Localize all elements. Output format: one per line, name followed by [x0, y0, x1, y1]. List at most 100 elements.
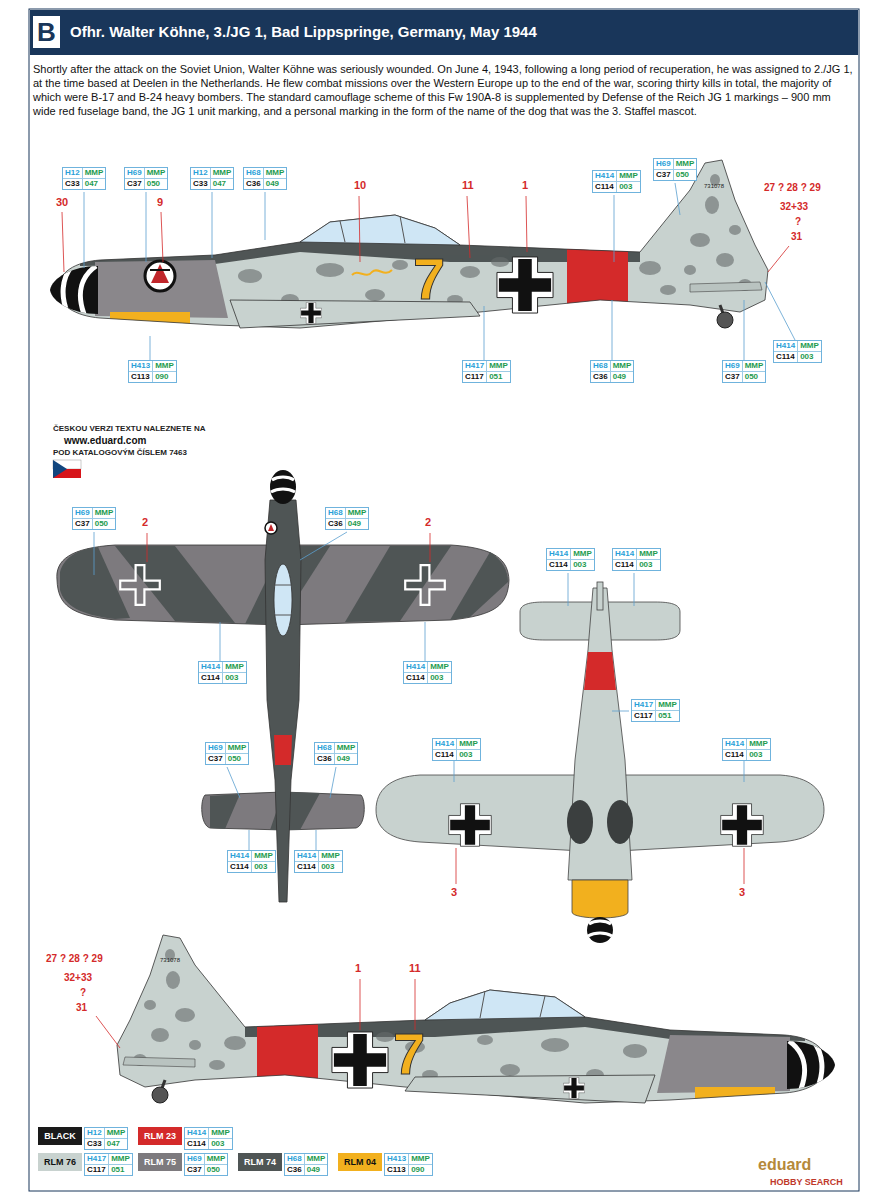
- paint-code: H414: [593, 171, 617, 182]
- fuselage-number: 7: [393, 1025, 425, 1083]
- code-part: C36: [285, 1165, 305, 1175]
- paint-code: H12: [191, 168, 211, 179]
- code-part: C113: [385, 1165, 409, 1175]
- code-part: MMP: [571, 549, 594, 560]
- code-part: C114: [774, 352, 798, 362]
- paint-code-box: H12MMPC33047: [84, 1127, 128, 1150]
- code-part: 050: [205, 1165, 228, 1175]
- code-part: 003: [747, 750, 770, 760]
- legend-text: RLM 76: [44, 1157, 76, 1167]
- code-part: MMP: [611, 361, 634, 372]
- paint-code: H414: [228, 851, 252, 862]
- code-part: C37: [185, 1165, 205, 1175]
- callout-number: 32+33: [780, 201, 808, 213]
- paint-code-box: H68MMPC36049: [325, 507, 369, 530]
- paint-code-box: H68MMPC36049: [314, 742, 358, 765]
- code-part: 003: [571, 560, 594, 570]
- legend-text: RLM 04: [344, 1157, 376, 1167]
- paint-code-box: H69MMPC37050: [184, 1153, 228, 1176]
- code-part: C117: [463, 372, 487, 382]
- paint-code: B: [37, 19, 56, 45]
- code-part: 090: [153, 372, 176, 382]
- code-part: 003: [798, 352, 821, 362]
- paint-code-box: H414MMPC114003: [227, 850, 276, 873]
- paint-code: H414: [723, 739, 747, 750]
- code-part: 090: [409, 1165, 432, 1175]
- code-part: C37: [654, 170, 674, 180]
- paint-code-box: H417MMPC117051: [462, 360, 511, 383]
- paint-code-box: H414MMPC114003: [294, 850, 343, 873]
- callout-number: 27 ? 28 ? 29: [764, 182, 821, 194]
- paint-code: H414: [613, 549, 637, 560]
- profile-letter: B: [33, 16, 60, 48]
- code-part: MMP: [637, 549, 660, 560]
- legend-text: RLM 75: [144, 1157, 176, 1167]
- paint-code: H414: [295, 851, 319, 862]
- code-part: MMP: [205, 1154, 228, 1165]
- code-part: C37: [125, 179, 145, 189]
- code-part: 003: [457, 750, 480, 760]
- code-part: C113: [129, 372, 153, 382]
- code-part: 003: [428, 673, 451, 683]
- legend-text: BLACK: [44, 1131, 76, 1141]
- legend-swatch: RLM 74: [238, 1153, 282, 1171]
- paint-code-box: H414MMPC114003: [403, 661, 452, 684]
- paint-code-box: H414MMPC114003: [773, 340, 822, 363]
- paint-code-box: H414MMPC114003: [612, 548, 661, 571]
- code-part: 049: [611, 372, 634, 382]
- legend-swatch: RLM 04: [338, 1153, 382, 1171]
- description: Shortly after the attack on the Soviet U…: [33, 62, 855, 118]
- code-part: C117: [85, 1165, 109, 1175]
- code-part: 051: [487, 372, 510, 382]
- code-part: MMP: [656, 700, 679, 711]
- code-part: 050: [226, 754, 249, 764]
- code-part: C114: [295, 862, 319, 872]
- serial-number: 731078: [160, 957, 180, 964]
- code-part: MMP: [105, 1128, 128, 1139]
- paint-code: H68: [315, 743, 335, 754]
- callout-number: 2: [425, 516, 431, 529]
- paint-code: H69: [723, 361, 743, 372]
- paint-code-box: H69MMPC37050: [72, 507, 116, 530]
- paint-code: H417: [85, 1154, 109, 1165]
- code-part: C114: [199, 673, 223, 683]
- paint-code-box: H69MMPC37050: [653, 158, 697, 181]
- callout-number: 31: [76, 1002, 87, 1014]
- flag: [53, 460, 81, 478]
- paint-code-box: H413MMPC113090: [128, 360, 177, 383]
- note: POD KATALOGOVÝM ČÍSLEM 7463: [53, 448, 187, 457]
- paint-code: H414: [547, 549, 571, 560]
- leader-lines: [84, 183, 795, 850]
- note: ČESKOU VERZI TEXTU NALEZNETE NA: [53, 424, 205, 433]
- paint-code: H413: [129, 361, 153, 372]
- code-part: 047: [211, 179, 234, 189]
- code-part: 049: [264, 179, 287, 189]
- code-part: 050: [145, 179, 168, 189]
- code-part: 047: [83, 179, 106, 189]
- paint-code: H69: [73, 508, 93, 519]
- code-part: MMP: [252, 851, 275, 862]
- paint-code: H12: [63, 168, 83, 179]
- code-part: C36: [315, 754, 335, 764]
- code-part: C114: [228, 862, 252, 872]
- paint-code: H69: [654, 159, 674, 170]
- code-part: 050: [93, 519, 116, 529]
- paint-code-box: H69MMPC37050: [205, 742, 249, 765]
- callout-number: 27 ? 28 ? 29: [46, 953, 103, 965]
- code-part: 050: [743, 372, 766, 382]
- callout-number: 31: [791, 231, 802, 243]
- code-part: 049: [335, 754, 358, 764]
- paint-code: H414: [199, 662, 223, 673]
- code-part: 051: [109, 1165, 132, 1175]
- paint-code-box: H69MMPC37050: [124, 167, 168, 190]
- code-part: 047: [105, 1139, 128, 1149]
- code-part: MMP: [319, 851, 342, 862]
- code-part: 003: [209, 1139, 232, 1149]
- paint-code-box: H12MMPC33047: [190, 167, 234, 190]
- code-part: C114: [185, 1139, 209, 1149]
- paint-code: H414: [185, 1128, 209, 1139]
- code-part: MMP: [226, 743, 249, 754]
- legend-swatch: BLACK: [38, 1127, 82, 1145]
- code-part: C117: [632, 711, 656, 721]
